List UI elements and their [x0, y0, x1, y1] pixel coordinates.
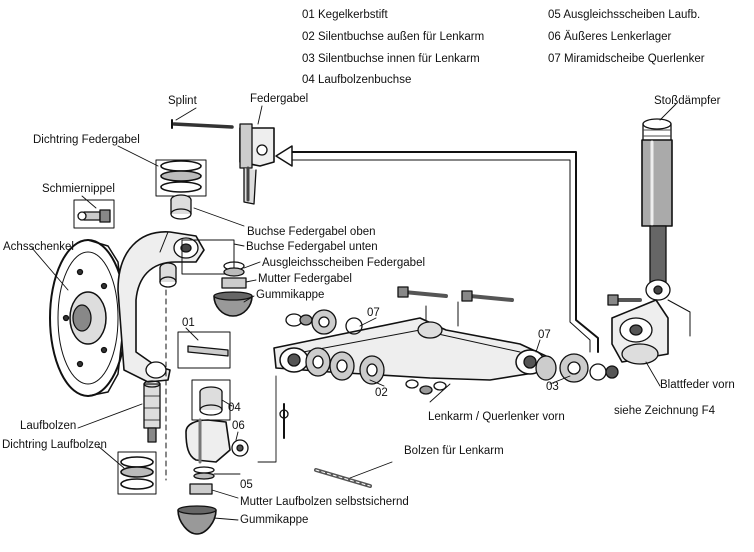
ausgleichsscheiben-laufb-part	[193, 466, 215, 480]
label-mutter-laufbolzen: Mutter Laufbolzen selbstsichernd	[240, 496, 409, 508]
kegelkerbstift-part	[187, 345, 229, 357]
label-stossdaempfer: Stoßdämpfer	[654, 95, 721, 107]
callout-07-right: 07	[538, 329, 551, 341]
callout-04: 04	[228, 402, 241, 414]
callout-01: 01	[182, 317, 195, 329]
silentbuchse-aussen-parts	[305, 347, 385, 385]
mutter-laufbolzen-part	[189, 483, 213, 495]
callout-06: 06	[232, 420, 245, 432]
arrowhead-federgabel	[275, 145, 293, 167]
aeusseres-lenkerlager-part	[185, 418, 249, 464]
buchse-federgabel-oben-part	[170, 194, 192, 220]
blattfeder-bracket	[607, 294, 691, 365]
legend-text: Äußeres Lenkerlager	[564, 31, 672, 43]
gummikappe-bottom-part	[177, 505, 217, 535]
leader-lines	[31, 103, 677, 521]
label-gummikappe-top: Gummikappe	[256, 289, 325, 301]
label-schmiernippel: Schmiernippel	[42, 183, 115, 195]
top-bushes-left	[285, 309, 363, 335]
routing-line-top-inner	[289, 159, 591, 353]
federgabel-part	[239, 123, 275, 205]
legend-text: Silentbuchse innen für Lenkarm	[318, 53, 480, 65]
label-federgabel: Federgabel	[250, 93, 309, 105]
legend-item-02: 02 Silentbuchse außen für Lenkarm	[302, 31, 484, 44]
legend-item-05: 05 Ausgleichsscheiben Laufb.	[548, 9, 700, 22]
label-splint: Splint	[168, 95, 197, 107]
legend-code: 04	[302, 74, 315, 86]
label-dichtring-laufbolzen: Dichtring Laufbolzen	[2, 439, 107, 451]
dichtring-laufbolzen-rings	[120, 456, 154, 490]
legend-code: 05	[548, 9, 561, 21]
label-achsschenkel: Achsschenkel	[3, 241, 74, 253]
legend-item-03: 03 Silentbuchse innen für Lenkarm	[302, 53, 480, 66]
label-bolzen-lenkarm: Bolzen für Lenkarm	[404, 445, 504, 457]
kegelkerbstift-box	[177, 331, 231, 369]
dichtring-federgabel-rings	[160, 160, 202, 193]
legend-text: Kegelkerbstift	[318, 9, 388, 21]
label-laufbolzen: Laufbolzen	[20, 420, 77, 432]
legend-item-01: 01 Kegelkerbstift	[302, 9, 388, 22]
label-blattfeder: Blattfeder vorn	[660, 379, 735, 391]
buchse-unten-box	[181, 239, 235, 275]
legend-code: 06	[548, 31, 561, 43]
schmiernippel-part	[77, 209, 111, 223]
lenkarm-washers	[405, 379, 447, 395]
ausgleichsscheiben-federgabel-part	[223, 261, 245, 277]
callout-03: 03	[546, 381, 559, 393]
buchse-federgabel-unten-part	[159, 262, 177, 288]
legend-text: Laufbolzenbuchse	[318, 74, 412, 86]
legend-text: Ausgleichsscheiben Laufb.	[563, 9, 701, 21]
legend-text: Silentbuchse außen für Lenkarm	[318, 31, 485, 43]
label-buchse-federgabel-oben: Buchse Federgabel oben	[247, 226, 376, 238]
routing-line-top	[289, 151, 599, 353]
label-lenkarm: Lenkarm / Querlenker vorn	[428, 411, 565, 423]
stossdaempfer-part	[641, 118, 673, 301]
gummikappe-top-part	[213, 291, 253, 317]
laufbolzen-part	[143, 380, 161, 443]
legend-item-07: 07 Miramidscheibe Querlenker	[548, 53, 705, 66]
steering-knuckle	[117, 231, 205, 383]
legend-code: 03	[302, 53, 315, 65]
legend-text: Miramidscheibe Querlenker	[564, 53, 705, 65]
label-gummikappe-bottom: Gummikappe	[240, 514, 309, 526]
schmiernippel-box	[73, 199, 115, 229]
label-siehe-zeichnung: siehe Zeichnung F4	[614, 405, 716, 417]
legend-item-04: 04 Laufbolzenbuchse	[302, 74, 411, 87]
silentbuchse-innen-parts	[535, 353, 619, 383]
bolzen-lenkarm-part	[279, 403, 372, 488]
mutter-federgabel-part	[221, 277, 247, 289]
label-ausgleichsscheiben-federgabel: Ausgleichsscheiben Federgabel	[262, 257, 426, 269]
dichtring-laufbolzen-box	[117, 451, 157, 495]
callout-07-left: 07	[367, 307, 380, 319]
legend-code: 07	[548, 53, 561, 65]
lenkarm-bolts	[397, 286, 514, 327]
legend-code: 01	[302, 9, 315, 21]
callout-02: 02	[375, 387, 388, 399]
splint-part	[171, 119, 234, 129]
laufbolzenbuchse-part	[199, 386, 223, 416]
legend-item-06: 06 Äußeres Lenkerlager	[548, 31, 671, 44]
brake-drum	[49, 239, 127, 397]
label-mutter-federgabel: Mutter Federgabel	[258, 273, 352, 285]
label-dichtring-federgabel: Dichtring Federgabel	[33, 134, 140, 146]
callout-05: 05	[240, 479, 253, 491]
legend-code: 02	[302, 31, 315, 43]
label-buchse-federgabel-unten: Buchse Federgabel unten	[246, 241, 378, 253]
